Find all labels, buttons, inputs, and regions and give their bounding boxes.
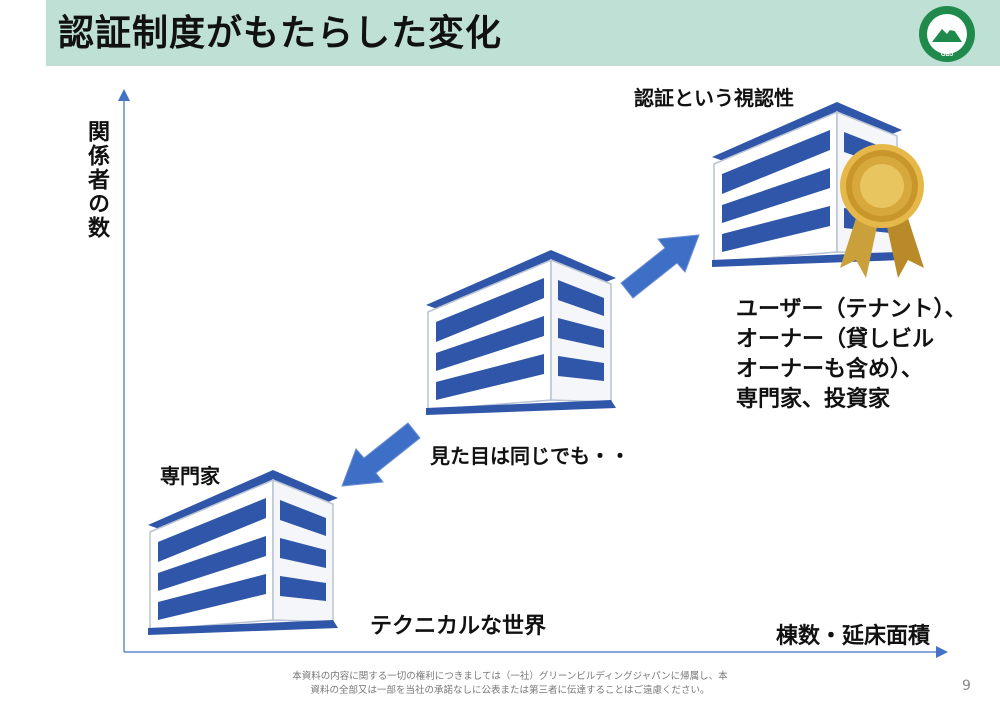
copyright-line: 本資料の内容に関する一切の権利につきましては（一社）グリーンビルディングジャパン… <box>292 671 728 682</box>
gbj-logo-icon: GBJ <box>919 6 975 62</box>
header-bar <box>46 0 1000 66</box>
expert-label: 専門家 <box>160 464 220 488</box>
stakeholders-line: ユーザー（テナント）、 <box>736 297 967 322</box>
stakeholders-line: オーナー（貸しビル <box>736 327 935 352</box>
y-axis-label: 関係者の数 <box>84 120 109 240</box>
certification-medal-icon <box>840 144 924 278</box>
stakeholders-line: オーナーも含め）、 <box>736 357 924 382</box>
stakeholders-list: ユーザー（テナント）、 オーナー（貸しビル オーナーも含め）、 専門家、投資家 <box>736 295 967 415</box>
stakeholders-line: 専門家、投資家 <box>736 387 891 412</box>
building-icon-expert <box>148 470 338 635</box>
page-title: 認証制度がもたらした変化 <box>58 13 503 54</box>
technical-world-label: テクニカルな世界 <box>370 614 547 639</box>
logo-abbr: GBJ <box>941 52 953 58</box>
copyright-notice: 本資料の内容に関する一切の権利につきましては（一社）グリーンビルディングジャパン… <box>270 670 750 698</box>
certification-visibility-label: 認証という視認性 <box>634 86 794 110</box>
x-axis-label: 棟数・延床面積 <box>776 624 931 649</box>
copyright-line: 資料の全部又は一部を当社の承諾なしに公表または第三者に伝達することはご遠慮くださ… <box>310 685 710 696</box>
page-number: 9 <box>962 678 971 694</box>
same-appearance-label: 見た目は同じでも・・ <box>430 444 630 468</box>
building-icon-middle <box>426 250 616 415</box>
arrow-down-left-icon <box>341 422 421 487</box>
arrow-up-right-icon <box>620 234 700 299</box>
